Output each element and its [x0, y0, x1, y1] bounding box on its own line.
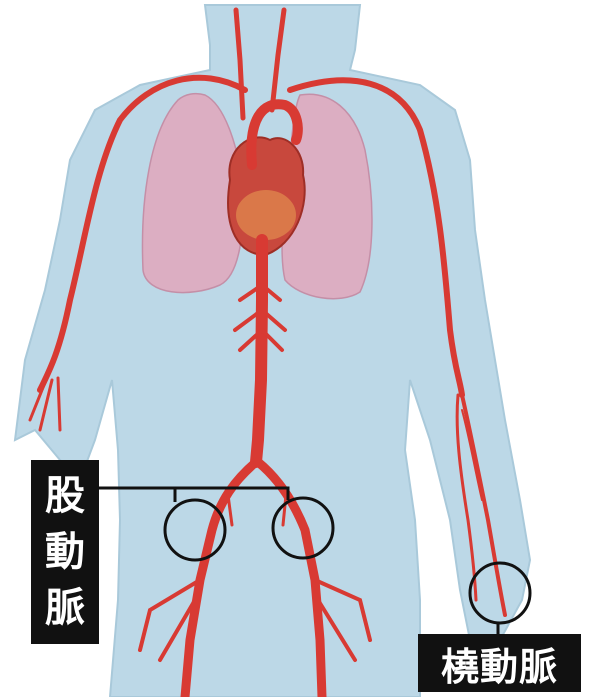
femoral-label-char-1: 股: [45, 476, 85, 516]
femoral-label-char-2: 動: [45, 532, 85, 572]
heart-fat: [236, 190, 296, 240]
femoral-artery-label: 股 動 脈: [31, 460, 99, 644]
radial-artery-label: 橈動脈: [418, 634, 581, 692]
femoral-label-char-3: 脈: [45, 588, 85, 628]
descending-aorta: [256, 240, 262, 462]
